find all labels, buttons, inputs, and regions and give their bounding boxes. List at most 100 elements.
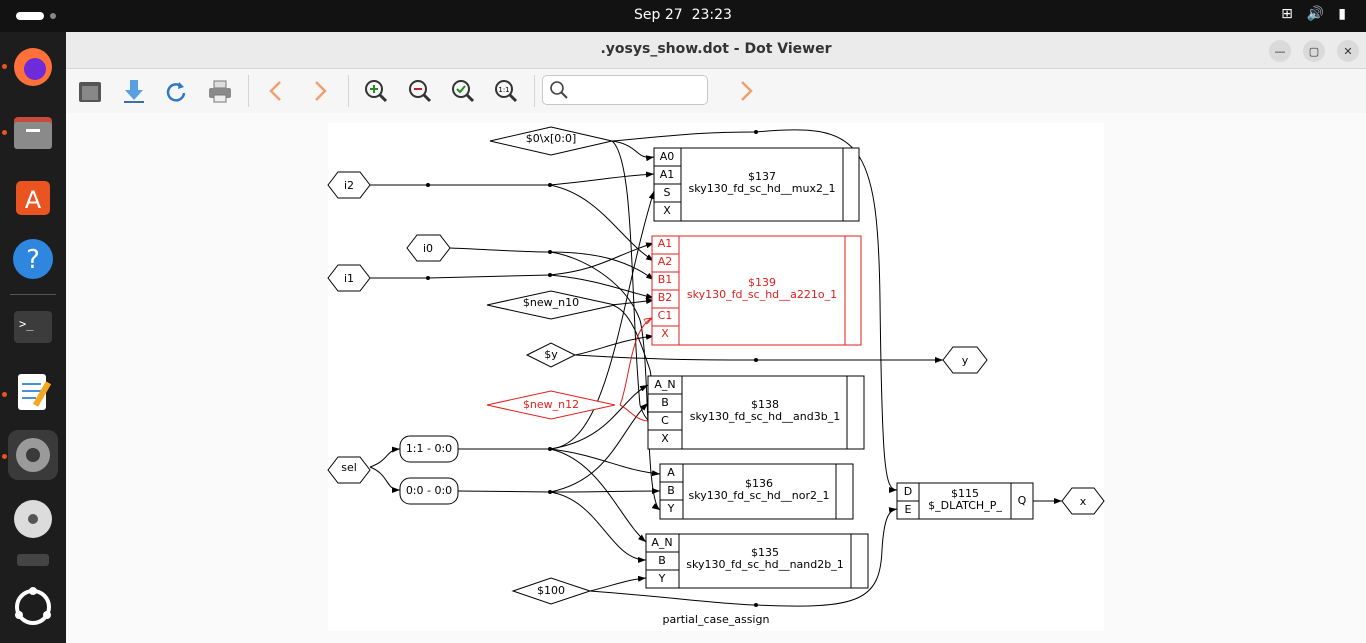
pin-label: A_N — [651, 536, 672, 549]
wire-label: $new_n12 — [523, 398, 579, 411]
edge-n12 — [619, 318, 652, 406]
dock-help[interactable]: ? — [8, 234, 58, 284]
maximize-button[interactable]: ▢ — [1303, 40, 1325, 62]
dock-firefox[interactable] — [8, 42, 58, 92]
wire-100[interactable]: $100 — [511, 577, 592, 605]
edge — [611, 298, 655, 306]
help-icon: ? — [13, 239, 53, 279]
dock-show-apps[interactable] — [8, 582, 58, 632]
svg-text:?: ? — [26, 245, 40, 275]
cell-id: $139 — [748, 276, 776, 289]
back-button[interactable] — [262, 77, 290, 105]
cell-type: sky130_fd_sc_hd__mux2_1 — [689, 182, 836, 195]
app-center-icon: A — [16, 181, 50, 215]
port-x[interactable]: x — [1061, 487, 1105, 515]
zoom-out-button[interactable] — [406, 77, 434, 105]
print-button[interactable] — [206, 77, 234, 105]
reload-button[interactable] — [162, 77, 190, 105]
chevron-right-icon — [741, 81, 753, 101]
running-indicator — [2, 130, 7, 135]
dock-text-editor[interactable] — [8, 366, 58, 416]
wire-y[interactable]: $y — [525, 342, 577, 368]
pin-label: A2 — [658, 255, 673, 268]
edge — [611, 140, 655, 162]
dock-settings[interactable] — [8, 430, 58, 480]
edge — [549, 251, 655, 281]
svg-text:>_: >_ — [19, 317, 34, 331]
junction — [754, 130, 758, 134]
cell-139[interactable]: A1 A2 B1 B2 C1 X $139 sky130_fd_sc_hd__a… — [651, 235, 862, 346]
dock-terminal[interactable]: >_ — [8, 302, 58, 352]
find-next-button[interactable] — [732, 77, 760, 105]
dock-drive[interactable] — [8, 552, 58, 568]
slice-0-0[interactable]: 0:0 - 0:0 — [399, 477, 459, 505]
edge-n12 — [619, 404, 649, 422]
cell-137[interactable]: A0 A1 S X $137 sky130_fd_sc_hd__mux2_1 — [653, 147, 860, 222]
system-tray[interactable]: ⊞ 🔊 ▮ — [1281, 6, 1346, 22]
junction — [754, 358, 758, 362]
edge — [549, 448, 647, 543]
edge — [549, 384, 649, 450]
forward-button[interactable] — [306, 77, 334, 105]
cell-type: sky130_fd_sc_hd__and3b_1 — [690, 410, 840, 423]
wire-new-n10[interactable]: $new_n10 — [486, 290, 616, 320]
port-sel[interactable]: sel — [327, 456, 371, 484]
chevron-left-icon — [269, 81, 281, 101]
port-i1[interactable]: i1 — [327, 264, 371, 292]
slice-1-1[interactable]: 1:1 - 0:0 — [399, 435, 459, 463]
close-button[interactable]: ✕ — [1337, 40, 1359, 62]
port-label: i2 — [344, 179, 354, 192]
port-i2[interactable]: i2 — [327, 171, 371, 199]
wire-new-n12[interactable]: $new_n12 — [486, 390, 616, 420]
dock-app-center[interactable]: A — [8, 170, 58, 220]
zoom-fit-button[interactable] — [449, 77, 477, 105]
port-i0[interactable]: i0 — [406, 234, 451, 262]
edge — [549, 274, 655, 300]
find-input[interactable] — [573, 80, 703, 102]
pin-label: Y — [658, 572, 666, 585]
pin-label: B — [658, 554, 666, 567]
dock-disc[interactable] — [8, 494, 58, 544]
pin-label: Y — [667, 502, 675, 515]
activities-button[interactable] — [16, 12, 44, 20]
window-title: .yosys_show.dot - Dot Viewer — [600, 41, 832, 57]
pin-label: C — [661, 414, 669, 427]
edge — [549, 190, 655, 450]
pin-label: E — [905, 503, 912, 516]
settings-gear-icon — [16, 438, 50, 472]
ubuntu-logo-icon — [15, 587, 51, 625]
port-label: y — [962, 354, 969, 367]
zoom-100-button[interactable]: 1:1 — [492, 77, 520, 105]
clock[interactable]: Sep 27 23:23 — [0, 7, 1366, 23]
wire-label: $100 — [537, 584, 565, 597]
zoom-in-button[interactable] — [362, 77, 390, 105]
save-button[interactable] — [120, 77, 148, 105]
pin-label: B — [667, 484, 675, 497]
cell-type: $_DLATCH_P_ — [928, 499, 1002, 512]
cell-type: sky130_fd_sc_hd__a221o_1 — [687, 288, 837, 301]
cell-135[interactable]: A_N B Y $135 sky130_fd_sc_hd__nand2b_1 — [645, 533, 869, 589]
cell-136[interactable]: A B Y $136 sky130_fd_sc_hd__nor2_1 — [659, 463, 854, 520]
open-button[interactable] — [76, 77, 104, 105]
edge — [589, 590, 757, 606]
title-bar[interactable]: .yosys_show.dot - Dot Viewer — ▢ ✕ — [66, 32, 1366, 69]
dock: A ? >_ — [0, 32, 66, 643]
find-field[interactable] — [542, 75, 708, 105]
pin-label: X — [661, 327, 669, 340]
edge — [457, 490, 551, 493]
workspace-indicator — [50, 13, 56, 19]
edge — [549, 184, 655, 262]
edge — [755, 129, 898, 493]
junction — [548, 447, 552, 451]
junction — [426, 183, 430, 187]
cell-138[interactable]: A_N B C X $138 sky130_fd_sc_hd__and3b_1 — [647, 375, 865, 450]
cell-type: sky130_fd_sc_hd__nor2_1 — [688, 489, 829, 502]
edge — [449, 247, 551, 253]
minimize-button[interactable]: — — [1269, 40, 1291, 62]
cell-115[interactable]: D E Q $115 $_DLATCH_P_ — [896, 482, 1034, 520]
port-y[interactable]: y — [942, 346, 988, 374]
wire-x-q[interactable]: $0\x[0:0] — [489, 126, 613, 156]
dock-files[interactable] — [8, 106, 58, 156]
pin-label: X — [663, 204, 671, 217]
